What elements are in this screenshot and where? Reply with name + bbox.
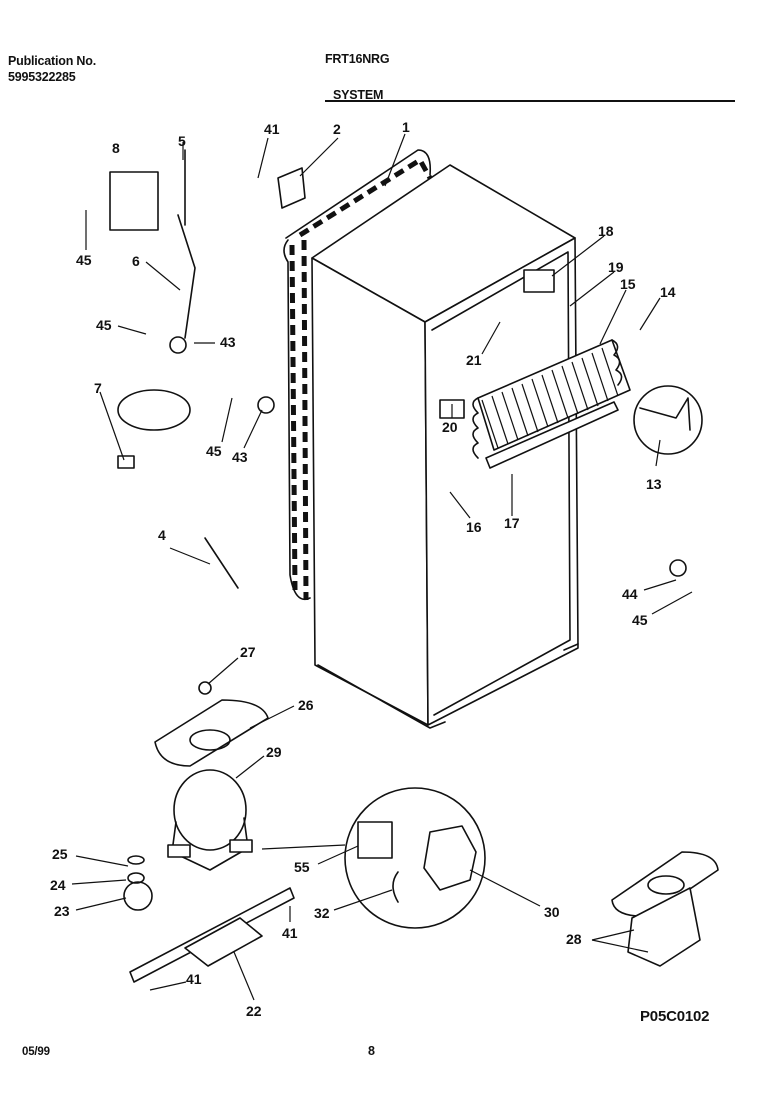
callout-25: 25 xyxy=(52,846,68,862)
wiring-harness-5-6 xyxy=(177,149,196,339)
tube-4 xyxy=(204,537,239,589)
callout-29: 29 xyxy=(266,744,282,760)
callout-23: 23 xyxy=(54,903,70,919)
relay-detail-circle xyxy=(261,787,486,929)
callout-labels: 1 2 41 5 8 45 6 45 43 7 45 43 18 19 15 1… xyxy=(50,119,676,1019)
callout-8: 8 xyxy=(112,140,120,156)
callout-24: 24 xyxy=(50,877,66,893)
clip-18 xyxy=(523,269,555,293)
compressor-assembly-28 xyxy=(611,851,719,967)
callout-26: 26 xyxy=(298,697,314,713)
callout-45-d: 45 xyxy=(632,612,648,628)
revision-date: 05/99 xyxy=(22,1046,50,1058)
callout-27: 27 xyxy=(240,644,256,660)
callout-14: 14 xyxy=(660,284,676,300)
callout-41-bottom: 41 xyxy=(186,971,202,987)
page-number: 8 xyxy=(368,1044,375,1058)
leader-lines xyxy=(71,133,693,1001)
callout-17: 17 xyxy=(504,515,520,531)
bracket-2 xyxy=(277,167,306,209)
callout-21: 21 xyxy=(466,352,482,368)
callout-55: 55 xyxy=(294,859,310,875)
power-cord-7 xyxy=(117,389,191,431)
cover-8 xyxy=(109,171,159,231)
callout-22: 22 xyxy=(246,1003,262,1019)
callout-43-a: 43 xyxy=(220,334,236,350)
publication-number: 5995322285 xyxy=(8,70,76,84)
publication-label: Publication No. xyxy=(8,54,96,68)
grommet-23 xyxy=(123,881,153,911)
callout-43-b: 43 xyxy=(232,449,248,465)
callout-41-mid: 41 xyxy=(282,925,298,941)
callout-13: 13 xyxy=(646,476,662,492)
callout-28: 28 xyxy=(566,931,582,947)
drain-pan-26 xyxy=(154,699,269,767)
callout-7: 7 xyxy=(94,380,102,396)
refrigerator-cabinet xyxy=(311,164,579,729)
section-title: SYSTEM xyxy=(333,88,384,102)
sensor-13 xyxy=(639,397,691,431)
callout-20: 20 xyxy=(442,419,458,435)
callout-41-top: 41 xyxy=(264,121,280,137)
callout-16: 16 xyxy=(466,519,482,535)
evaporator xyxy=(472,339,631,469)
condenser-coil xyxy=(283,149,433,601)
callout-5: 5 xyxy=(178,133,186,149)
callout-44: 44 xyxy=(622,586,638,602)
callout-1: 1 xyxy=(402,119,410,135)
callout-6: 6 xyxy=(132,253,140,269)
callout-32: 32 xyxy=(314,905,330,921)
callout-45-c: 45 xyxy=(206,443,222,459)
compressor-29 xyxy=(167,769,253,871)
callout-45-b: 45 xyxy=(96,317,112,333)
callout-2: 2 xyxy=(333,121,341,137)
model-number: FRT16NRG xyxy=(325,52,390,66)
callout-18: 18 xyxy=(598,223,614,239)
callout-19: 19 xyxy=(608,259,624,275)
callout-4: 4 xyxy=(158,527,166,543)
callout-45-a: 45 xyxy=(76,252,92,268)
mounting-rail-22 xyxy=(129,887,295,983)
callout-15: 15 xyxy=(620,276,636,292)
header-rule xyxy=(325,100,735,102)
callout-30: 30 xyxy=(544,904,560,920)
diagram-code: P05C0102 xyxy=(640,1008,710,1025)
